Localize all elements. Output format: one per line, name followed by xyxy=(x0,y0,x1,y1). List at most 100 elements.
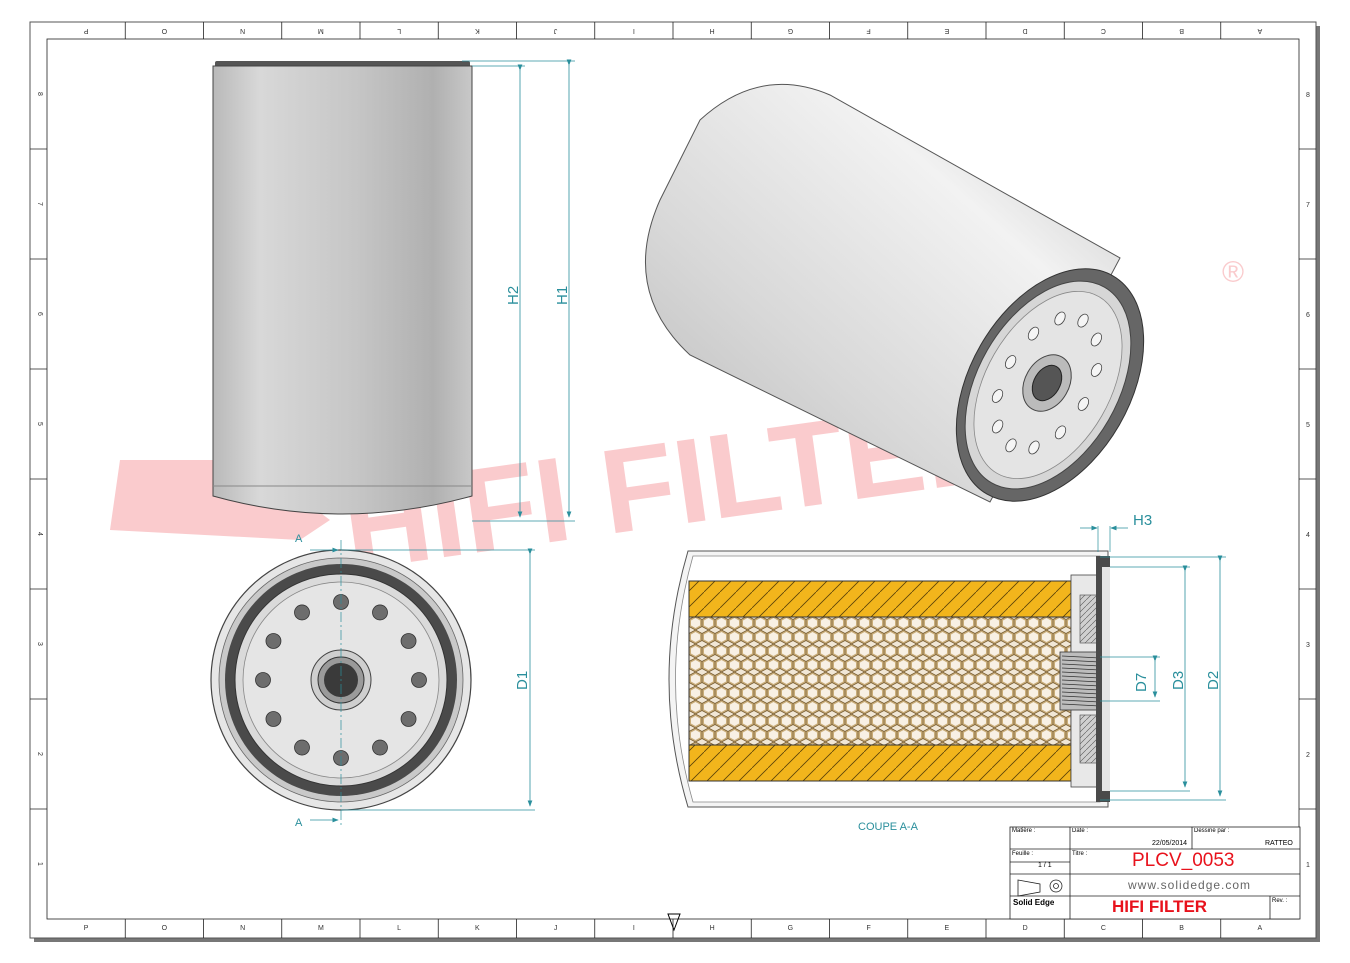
iso-hole xyxy=(1004,355,1017,369)
part-number: PLCV_0053 xyxy=(1132,850,1235,871)
border-letter-bottom: B xyxy=(1179,925,1184,932)
border-letter-bottom: C xyxy=(1101,925,1106,932)
third-angle-symbol xyxy=(1017,879,1063,897)
border-number-left: 2 xyxy=(36,752,43,756)
watermark-registered: ® xyxy=(1222,256,1244,289)
d1-label: D1 xyxy=(514,671,531,690)
border-letter-top: B xyxy=(1179,27,1184,34)
d3-label: D3 xyxy=(1170,671,1187,690)
bottom-hole xyxy=(411,672,427,688)
iso-hole xyxy=(1077,397,1090,411)
border-number-left: 6 xyxy=(36,312,43,316)
bottom-holes xyxy=(255,594,427,766)
border-number-right: 2 xyxy=(1306,752,1310,759)
media-top xyxy=(688,580,1072,618)
border-letter-bottom: F xyxy=(866,925,870,932)
section-label-top: A xyxy=(295,533,303,545)
border-letter-top: O xyxy=(161,27,167,34)
border-number-right: 4 xyxy=(1306,532,1310,539)
section-view: H3 D2 D3 D7 COUPE A-A xyxy=(668,512,1226,833)
center-mark xyxy=(667,913,681,932)
border-letter-bottom: M xyxy=(318,925,324,932)
iso-hole xyxy=(991,389,1004,403)
feuille-value: 1 / 1 xyxy=(1038,862,1052,869)
iso-hole xyxy=(1090,332,1103,347)
border-number-left: 8 xyxy=(36,92,43,96)
matiere-label: Matière : xyxy=(1012,828,1036,834)
iso-hole xyxy=(991,419,1004,434)
port-threads xyxy=(1061,655,1101,707)
dessine-value: RATTEO xyxy=(1265,840,1293,847)
border-number-left: 3 xyxy=(36,642,43,646)
rev-label: Rev. : xyxy=(1272,898,1288,904)
border-letter-top: K xyxy=(475,27,480,34)
h2-label: H2 xyxy=(505,286,522,305)
border-number-right: 7 xyxy=(1306,202,1310,209)
bottom-hole xyxy=(294,604,310,621)
section-caption: COUPE A-A xyxy=(858,821,919,833)
border-number-left: 1 xyxy=(36,862,43,866)
feuille-label: Feuille : xyxy=(1012,851,1034,857)
d2-label: D2 xyxy=(1205,671,1222,690)
border-letter-bottom: G xyxy=(788,925,793,932)
border-number-left: 4 xyxy=(36,532,43,536)
front-view: H2 H1 xyxy=(212,59,575,522)
border-letter-top: P xyxy=(83,27,88,34)
bottom-hole xyxy=(400,633,417,649)
iso-holes xyxy=(991,311,1103,455)
border-number-right: 6 xyxy=(1306,312,1310,319)
border-letter-top: M xyxy=(318,27,324,34)
border-number-left: 7 xyxy=(36,202,43,206)
iso-hole xyxy=(1027,326,1040,341)
border-letter-bottom: I xyxy=(633,925,635,932)
date-label: Date : xyxy=(1072,828,1089,834)
bottom-hole xyxy=(400,711,417,727)
bottom-hole xyxy=(265,633,282,649)
iso-hole xyxy=(1077,313,1089,328)
bottom-hole xyxy=(265,711,282,727)
bottom-hole xyxy=(372,604,388,621)
bottom-hole xyxy=(255,672,271,688)
border-letter-top: C xyxy=(1101,27,1106,34)
border-ticks xyxy=(30,22,1316,938)
iso-hole xyxy=(1090,363,1103,377)
border-letter-bottom: D xyxy=(1023,925,1028,932)
border-number-right: 3 xyxy=(1306,642,1310,649)
company-name: HIFI FILTER xyxy=(1112,897,1208,916)
border-letter-top: L xyxy=(397,27,401,34)
border-letter-top: N xyxy=(240,27,245,34)
h1-label: H1 xyxy=(554,286,571,305)
border-letter-top: G xyxy=(788,27,793,34)
border-letter-top: J xyxy=(554,27,558,34)
section-label-bottom: A xyxy=(295,817,303,829)
border-letter-bottom: L xyxy=(397,925,401,932)
media-bottom xyxy=(688,744,1072,782)
front-housing xyxy=(212,65,473,515)
border-number-right: 8 xyxy=(1306,92,1310,99)
border-letter-top: F xyxy=(866,27,870,34)
border-letter-bottom: A xyxy=(1258,925,1263,932)
h3-label: H3 xyxy=(1133,512,1152,529)
d7-label: D7 xyxy=(1133,673,1150,692)
border-letter-bottom: K xyxy=(475,925,480,932)
bottom-hole xyxy=(372,739,388,756)
dessine-label: Dessiné par : xyxy=(1194,828,1230,834)
bottom-view: A A D1 xyxy=(210,533,535,829)
software-name: Solid Edge xyxy=(1013,898,1055,907)
titre-label: Titre : xyxy=(1072,851,1088,857)
border-number-right: 5 xyxy=(1306,422,1310,429)
border-letter-bottom: P xyxy=(84,925,89,932)
border-letter-top: D xyxy=(1023,27,1028,34)
border-letter-top: E xyxy=(944,27,949,34)
isometric-view xyxy=(644,83,1145,503)
border-letter-bottom: J xyxy=(554,925,558,932)
border-letter-bottom: E xyxy=(945,925,950,932)
bottom-hole xyxy=(294,739,310,756)
iso-hole xyxy=(1054,425,1067,440)
date-value: 22/05/2014 xyxy=(1152,840,1188,847)
border-number-left: 5 xyxy=(36,422,43,426)
iso-hole xyxy=(1028,440,1040,455)
iso-hole xyxy=(1005,438,1017,453)
